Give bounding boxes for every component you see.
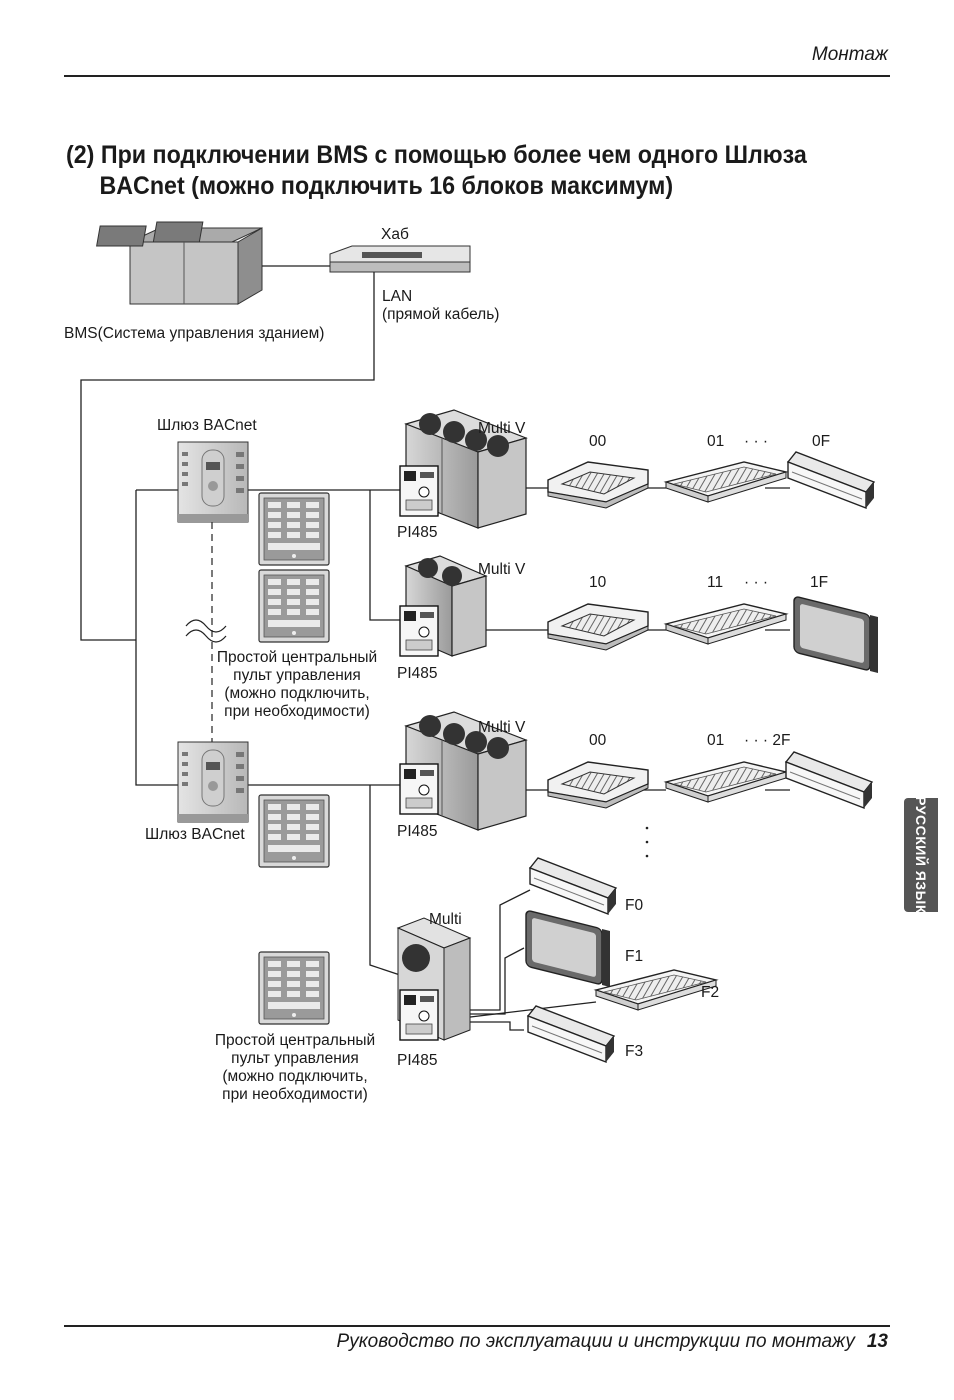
wall-unit-image xyxy=(527,1005,615,1063)
multi-v-label-2: Multi V xyxy=(478,561,526,578)
unit-address-label: 10 xyxy=(589,574,607,591)
cassette-unit-image xyxy=(547,603,649,651)
title-line-1: (2) При подключении BMS с помощью более … xyxy=(66,141,807,169)
ellipsis-label: · · · xyxy=(744,433,769,450)
footer-text: Руководство по эксплуатации и инструкции… xyxy=(336,1331,855,1352)
artcool-unit-image xyxy=(793,595,879,674)
ellipsis-label: · · · xyxy=(744,574,769,591)
bms-label: BMS(Система управления зданием) xyxy=(64,325,325,342)
remote-note-line: пульт управления xyxy=(233,667,361,684)
bacnet-gateway-label-2: Шлюз BACnet xyxy=(145,826,245,843)
unit-address-label: 1F xyxy=(810,574,829,591)
remote-note-line: Простой центральный xyxy=(216,649,378,666)
unit-address-label: 11 xyxy=(707,574,724,591)
pi485-board-image xyxy=(399,989,439,1041)
ceiling-unit-image xyxy=(665,603,787,645)
page-title: (2) При подключении BMS с помощью более … xyxy=(66,140,810,202)
pi485-label-4: PI485 xyxy=(397,1052,438,1069)
remote-note-line: (можно подключить, xyxy=(224,685,370,702)
remote-note-line: Простой центральный xyxy=(214,1032,376,1049)
cassette-unit-image xyxy=(547,461,649,509)
remote-controller-image xyxy=(258,951,330,1025)
bacnet-gateway-label-1: Шлюз BACnet xyxy=(157,417,257,434)
header-section-title: Монтаж xyxy=(811,44,888,65)
wall-unit-image xyxy=(785,751,873,809)
remote-note-line: при необходимости) xyxy=(222,1086,368,1103)
unit-address-label: 00 xyxy=(589,433,607,450)
cassette-unit-image xyxy=(547,761,649,809)
bacnet-gateway-2-image xyxy=(177,741,249,823)
hub-image xyxy=(329,245,471,273)
hub-label: Хаб xyxy=(381,226,409,243)
lan-cable-label: (прямой кабель) xyxy=(382,306,500,323)
multi-label: Multi xyxy=(429,911,462,928)
remote-controller-image xyxy=(258,569,330,643)
wall-unit-image xyxy=(787,451,875,509)
unit-address-label: 00 xyxy=(589,732,607,749)
network-wiring xyxy=(80,265,790,1031)
multi-unit-label: F1 xyxy=(625,948,644,965)
unit-address-label: · · · 2F xyxy=(744,732,791,749)
pi485-label-3: PI485 xyxy=(397,823,438,840)
remote-note-line: при необходимости) xyxy=(224,703,370,720)
pi485-board-image xyxy=(399,763,439,815)
pi485-label-2: PI485 xyxy=(397,665,438,682)
page-number: 13 xyxy=(866,1331,888,1352)
multi-unit-label: F0 xyxy=(625,897,644,914)
header-rule xyxy=(64,75,890,77)
break-symbol xyxy=(185,619,227,643)
wall-unit-image xyxy=(529,857,617,915)
bacnet-gateway-1-image xyxy=(177,441,249,523)
bms-workstation-image xyxy=(96,221,263,305)
language-tab-label: РУССКИЙ ЯЗЫК xyxy=(913,796,929,914)
multi-v-label-3: Multi V xyxy=(478,719,526,736)
ceiling-unit-image xyxy=(665,761,787,803)
unit-address-label: 01 xyxy=(707,433,725,450)
lan-label: LAN xyxy=(382,288,413,305)
ceiling-unit-image xyxy=(665,461,787,503)
multi-v-label-1: Multi V xyxy=(478,420,526,437)
unit-address-label: 0F xyxy=(812,433,831,450)
title-line-2: BACnet (можно подключить 16 блоков макси… xyxy=(99,172,674,200)
footer-rule xyxy=(64,1325,890,1327)
remote-note-2: Простой центральный пульт управления (мо… xyxy=(210,1032,380,1104)
pi485-board-image xyxy=(399,465,439,517)
ceiling-unit-image xyxy=(595,969,717,1011)
remote-note-line: (можно подключить, xyxy=(222,1068,368,1085)
pi485-label-1: PI485 xyxy=(397,524,438,541)
remote-controller-image xyxy=(258,492,330,566)
artcool-unit-image xyxy=(525,909,611,988)
pi485-board-image xyxy=(399,605,439,657)
multi-unit-label: F3 xyxy=(625,1043,644,1060)
multi-unit-label: F2 xyxy=(701,984,720,1001)
unit-address-label: 01 xyxy=(707,732,725,749)
continuation-dots xyxy=(645,826,649,858)
remote-controller-image xyxy=(258,794,330,868)
language-side-tab: РУССКИЙ ЯЗЫК xyxy=(904,796,938,914)
remote-note-1: Простой центральный пульт управления (мо… xyxy=(212,649,382,721)
remote-note-line: пульт управления xyxy=(231,1050,359,1067)
footer: Руководство по эксплуатации и инструкции… xyxy=(337,1331,888,1353)
